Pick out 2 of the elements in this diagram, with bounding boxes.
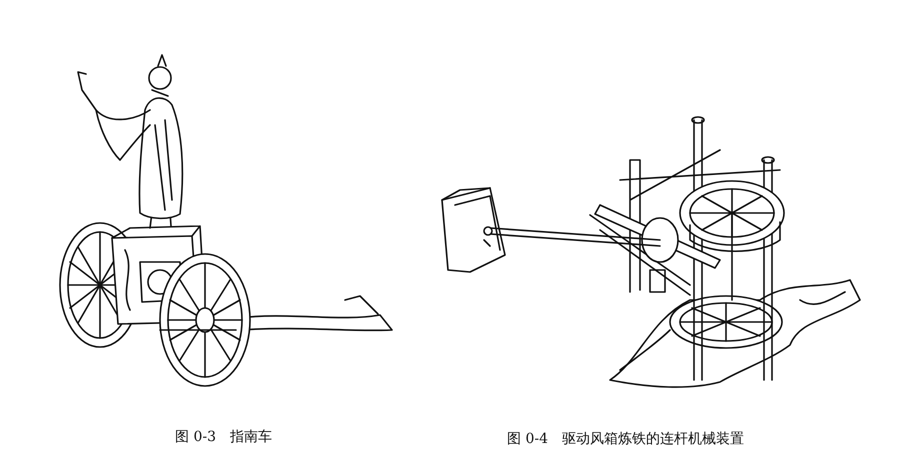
- figure-caption: 图 0-3 指南车: [175, 428, 272, 446]
- figure-caption: 图 0-4 驱动风箱炼铁的连杆机械装置: [507, 430, 744, 448]
